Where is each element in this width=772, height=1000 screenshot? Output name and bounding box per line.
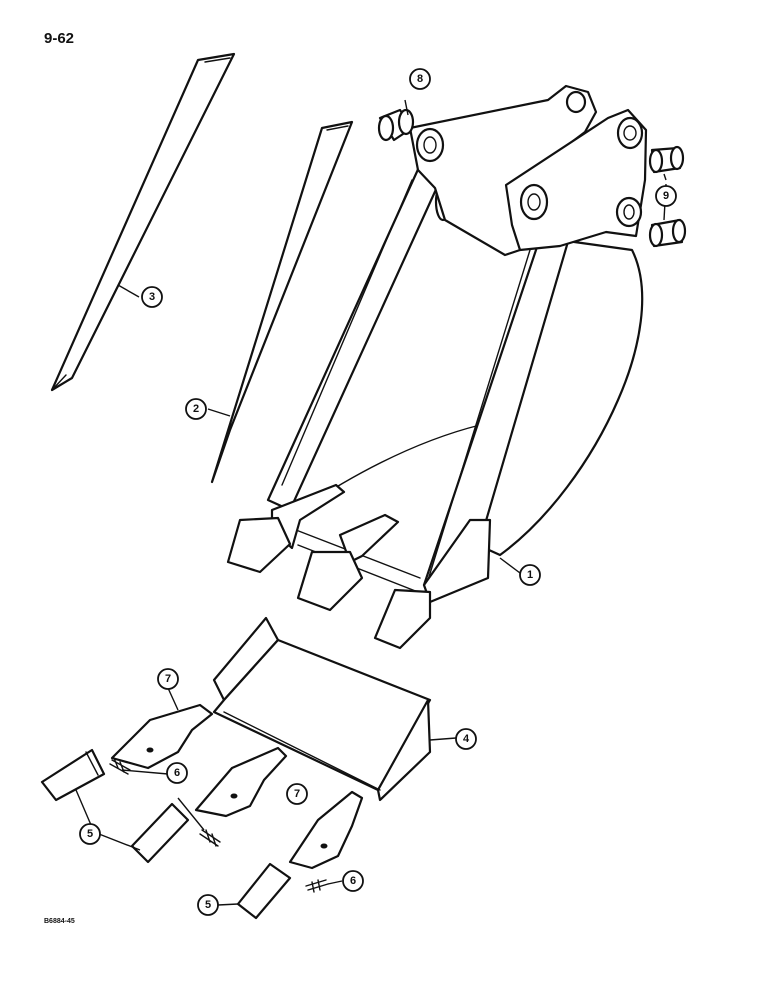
svg-text:1: 1 [527, 569, 533, 581]
pin-3 [305, 879, 329, 893]
bucket-assembly [226, 84, 648, 650]
svg-text:5: 5 [87, 828, 93, 840]
svg-text:2: 2 [193, 403, 199, 415]
svg-text:9: 9 [663, 190, 669, 202]
svg-text:3: 3 [149, 291, 155, 303]
svg-text:8: 8 [417, 73, 423, 85]
callout-7b: 7 [286, 783, 308, 805]
side-cutter-short [210, 120, 354, 484]
callout-6a: 6 [166, 762, 188, 784]
page-number: 9-62 [44, 30, 75, 47]
tooth-adapter-1 [110, 703, 214, 770]
tooth-3 [236, 862, 292, 920]
tooth-adapter-3 [288, 790, 364, 870]
callout-9: 9 [655, 185, 677, 207]
callout-4: 4 [455, 728, 477, 750]
drawing-code: B6884-45 [44, 918, 75, 925]
svg-text:4: 4 [463, 733, 470, 745]
svg-text:7: 7 [294, 788, 300, 800]
tooth-2 [130, 802, 190, 864]
svg-text:7: 7 [165, 673, 171, 685]
tooth-adapter-2 [194, 746, 288, 818]
svg-text:6: 6 [350, 875, 356, 887]
side-cutter-long [50, 52, 236, 392]
pin-2 [199, 829, 221, 847]
svg-text:5: 5 [205, 899, 211, 911]
bushings-right [648, 145, 687, 248]
bushing-top-left [377, 108, 415, 142]
callout-3: 3 [141, 286, 163, 308]
callout-8: 8 [409, 68, 431, 90]
callout-1: 1 [519, 564, 541, 586]
svg-text:6: 6 [174, 767, 180, 779]
callout-7a: 7 [157, 668, 179, 690]
callout-6b: 6 [342, 870, 364, 892]
callout-2: 2 [185, 398, 207, 420]
bottom-edge-plate [212, 616, 432, 802]
tooth-1 [40, 748, 106, 802]
callout-5a: 5 [79, 823, 101, 845]
callout-5b: 5 [197, 894, 219, 916]
